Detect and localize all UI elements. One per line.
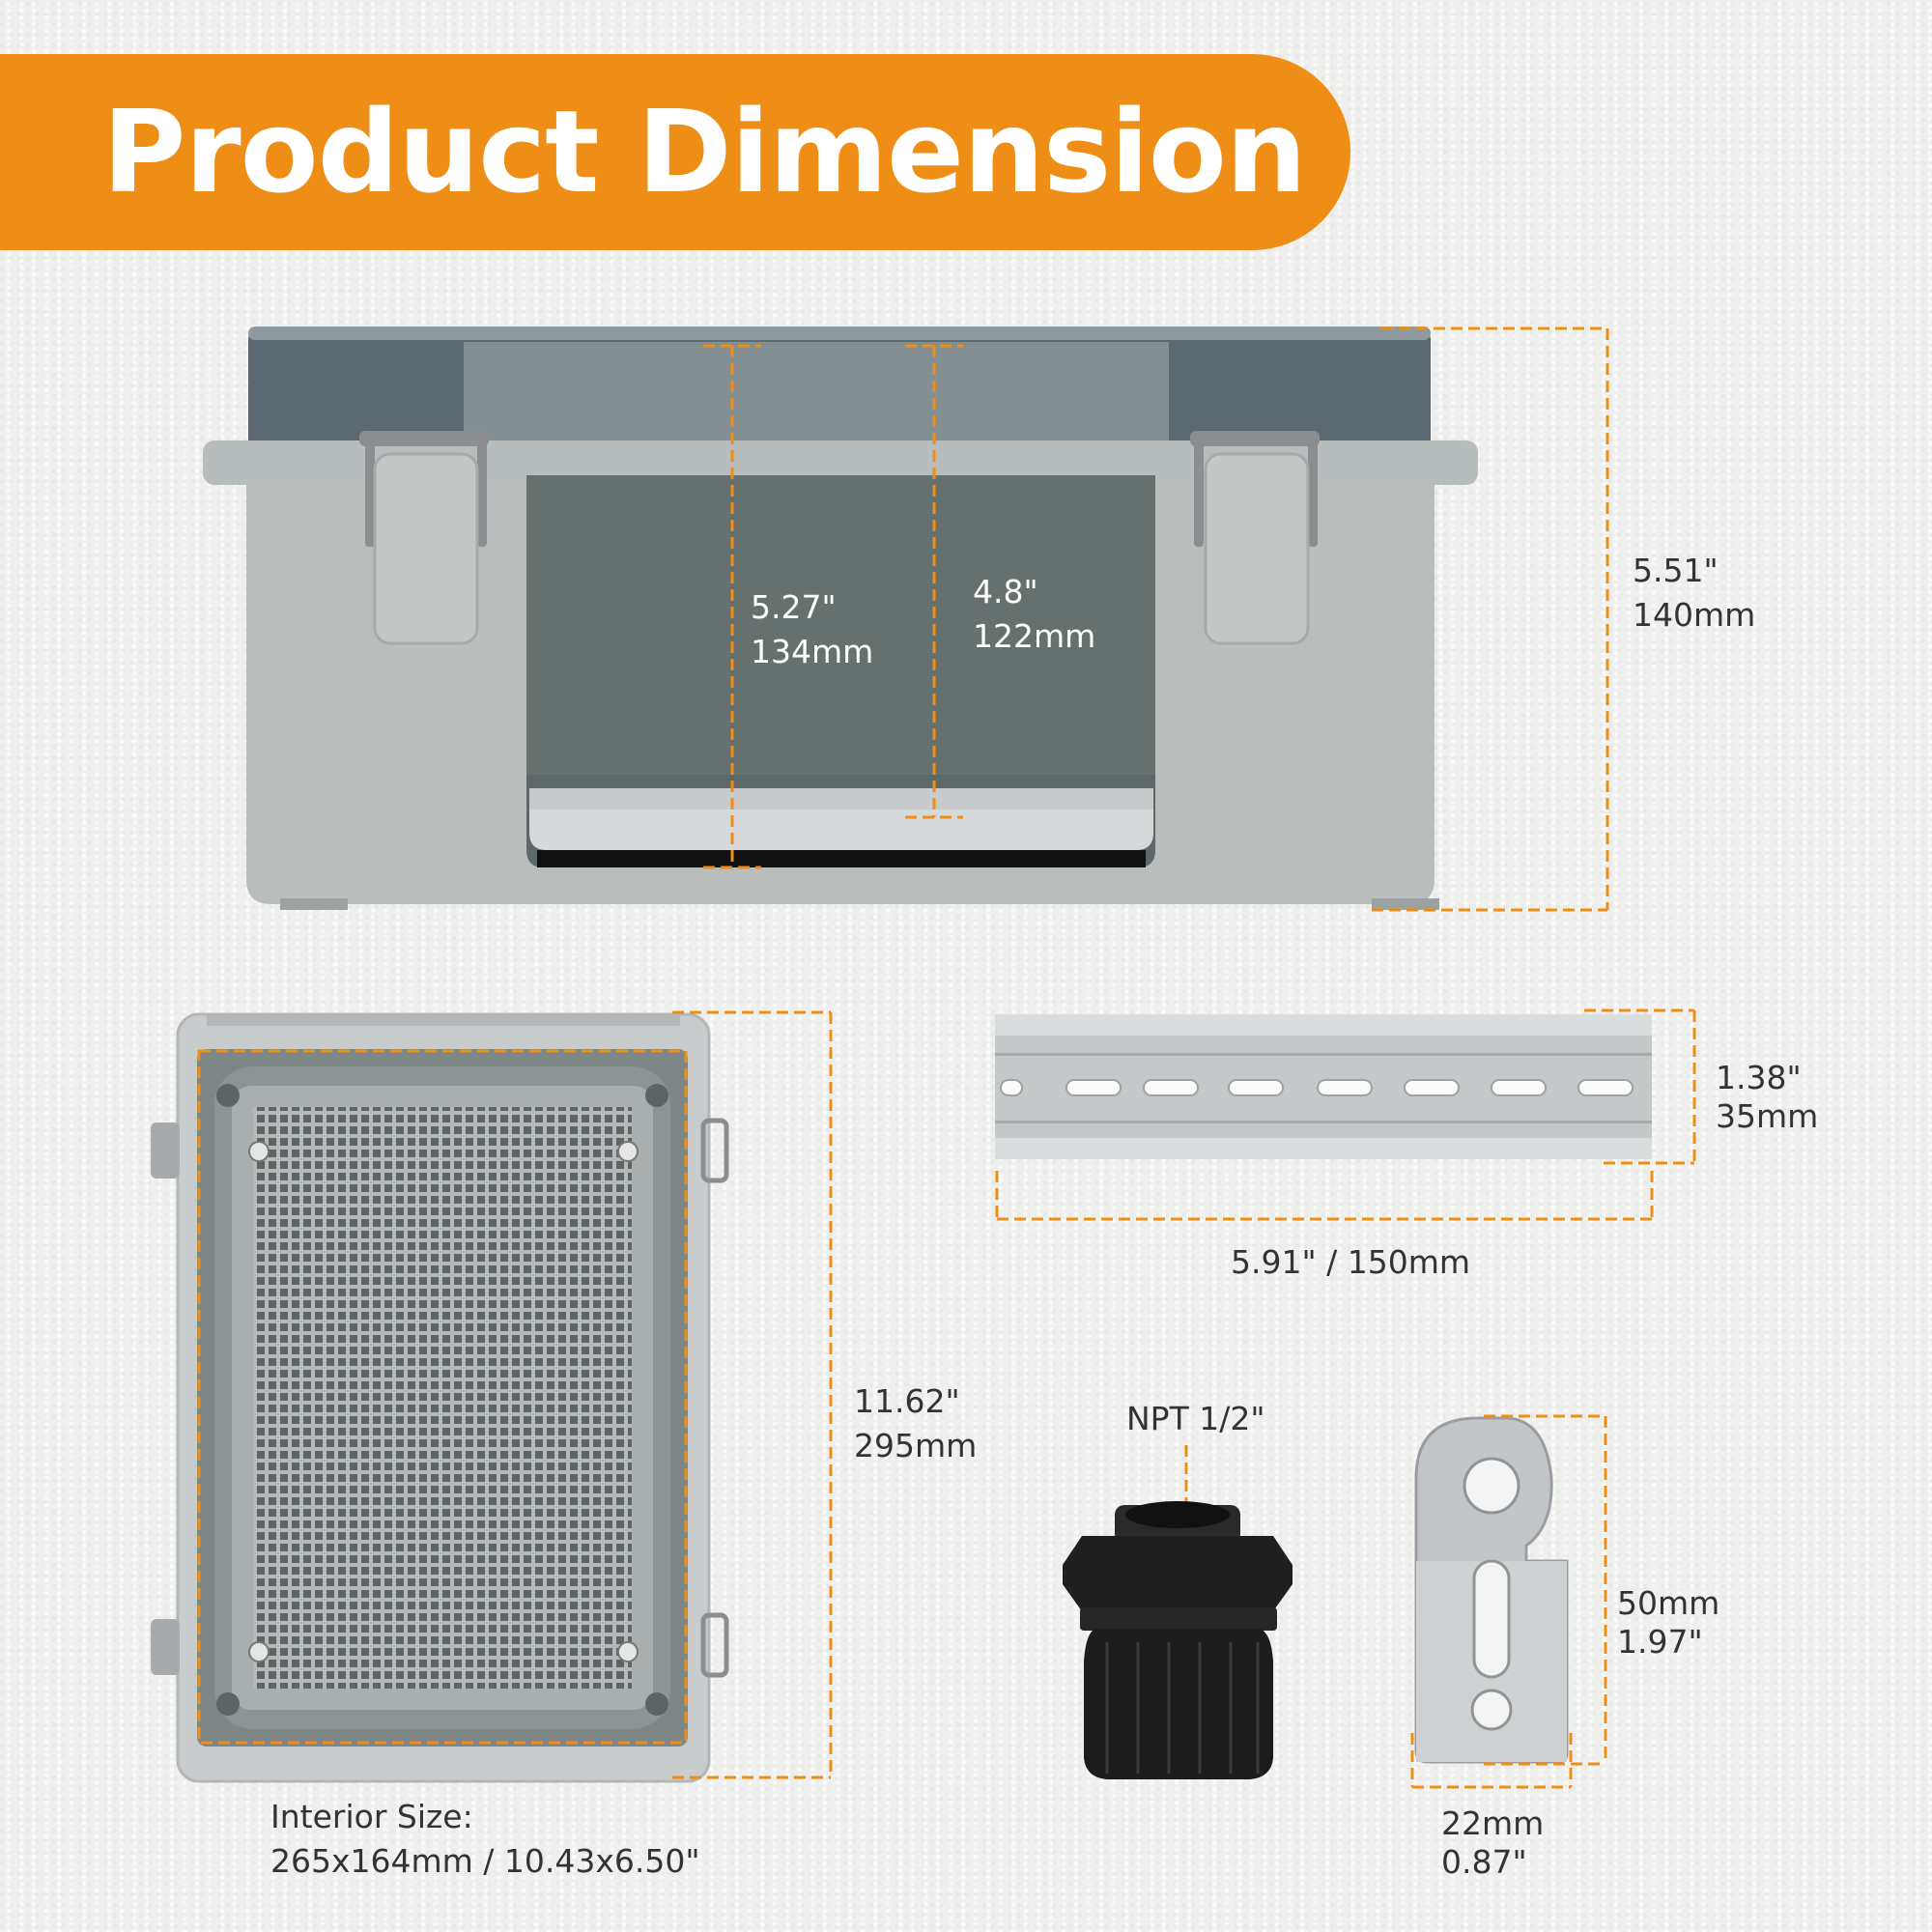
din-rail-length-label: 5.91" / 150mm bbox=[1231, 1243, 1471, 1281]
enclosure-length-label: 11.62" 295mm bbox=[854, 1382, 978, 1464]
bracket-width-label: 22mm 0.87" bbox=[1441, 1804, 1545, 1881]
page-title: Product Dimension bbox=[102, 85, 1307, 218]
latch-left-icon bbox=[359, 431, 489, 645]
din-rail-height-label: 1.38" 35mm bbox=[1716, 1059, 1819, 1135]
inner-depth-2-label: 4.8" 122mm bbox=[973, 573, 1096, 655]
interior-size-label: Interior Size: 265x164mm / 10.43x6.50" bbox=[270, 1798, 700, 1880]
inner-depth-1-label: 5.27" 134mm bbox=[751, 588, 874, 670]
bracket-height-label: 50mm 1.97" bbox=[1617, 1584, 1720, 1661]
gland-size-label: NPT 1/2" bbox=[1126, 1400, 1265, 1437]
title-banner bbox=[0, 54, 1350, 250]
latch-right-icon bbox=[1190, 431, 1320, 645]
enclosure-height-label: 5.51" 140mm bbox=[1633, 552, 1756, 634]
